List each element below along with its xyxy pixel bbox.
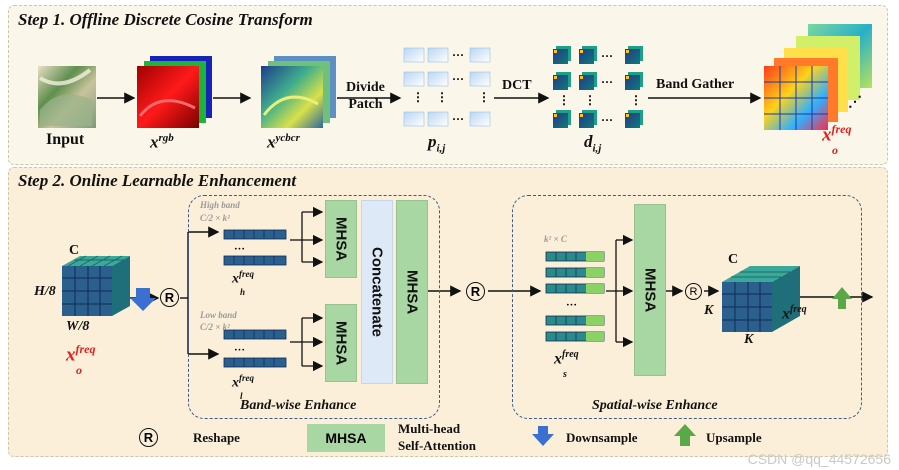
reshape-icon-2: R bbox=[466, 282, 485, 301]
cube-h-label: H/8 bbox=[34, 284, 56, 299]
band-wise-caption: Band-wise Enhance bbox=[240, 398, 357, 413]
svg-text:···: ··· bbox=[601, 49, 613, 63]
spatial-token-dims: k² × C bbox=[544, 234, 567, 244]
high-band-label: High band bbox=[200, 200, 240, 210]
svg-text:···: ··· bbox=[452, 72, 464, 86]
svg-text:···: ··· bbox=[452, 48, 464, 62]
spatial-wise-mhsa: MHSA bbox=[634, 204, 666, 376]
band-gather-label: Band Gather bbox=[656, 77, 735, 92]
input-label: Input bbox=[46, 131, 85, 148]
legend-upsample-icon bbox=[674, 424, 696, 446]
svg-text:⋮: ⋮ bbox=[584, 93, 596, 107]
high-band-tokens: ··· bbox=[223, 229, 287, 266]
patch-grid: ··· ··· ··· ⋮ ⋮ ⋮ bbox=[403, 47, 491, 127]
legend-upsample-label: Upsample bbox=[706, 430, 762, 445]
low-band-label: Low band bbox=[200, 310, 237, 320]
out-cube-c-label: C bbox=[728, 252, 739, 267]
low-band-mhsa: MHSA bbox=[325, 304, 357, 382]
spatial-tokens: ··· bbox=[545, 251, 605, 342]
svg-text:···: ··· bbox=[566, 299, 577, 311]
low-band-dims: C/2 × k² bbox=[200, 322, 230, 332]
x-freq-output-label: xfreq bbox=[782, 304, 807, 323]
svg-text:⋮: ⋮ bbox=[436, 90, 448, 104]
output-feature-cube bbox=[722, 266, 800, 332]
rgb-red-channel bbox=[137, 66, 199, 128]
freq-band-stack: ⋰ bbox=[764, 24, 872, 130]
low-band-tokens: ··· bbox=[223, 329, 287, 368]
svg-text:···: ··· bbox=[601, 113, 613, 127]
input-feature-cube bbox=[62, 255, 130, 316]
concatenate-block: Concatenate bbox=[361, 200, 393, 384]
svg-text:⋰: ⋰ bbox=[848, 95, 862, 110]
p-ij-label: pi,j bbox=[428, 132, 446, 155]
high-band-mhsa: MHSA bbox=[325, 200, 357, 278]
svg-text:···: ··· bbox=[601, 75, 613, 89]
dct-block-grid: ··· ··· ··· ⋮ ⋮ ⋮ bbox=[553, 46, 643, 128]
svg-text:⋮: ⋮ bbox=[630, 93, 642, 107]
legend-downsample-icon bbox=[532, 426, 554, 446]
x-ycbcr-label: xycbcr bbox=[267, 132, 300, 152]
legend-mhsa-swatch: MHSA bbox=[307, 424, 385, 452]
watermark: CSDN @qq_44572656 bbox=[747, 451, 891, 467]
out-cube-k-label-left: K bbox=[704, 303, 714, 318]
step2-title: Step 2. Online Learnable Enhancement bbox=[18, 171, 297, 190]
legend-reshape-label: Reshape bbox=[193, 430, 240, 445]
x-rgb-label: xrgb bbox=[150, 132, 174, 152]
band-wise-group bbox=[188, 195, 440, 419]
d-ij-label: di,j bbox=[584, 132, 602, 155]
band-wise-mhsa: MHSA bbox=[396, 200, 428, 384]
cube-w-label: W/8 bbox=[66, 319, 90, 334]
out-cube-k-label-bottom: K bbox=[744, 332, 754, 347]
svg-text:···: ··· bbox=[234, 344, 245, 356]
upsample-arrow bbox=[832, 287, 852, 309]
cube-c-label: C bbox=[69, 243, 80, 258]
spatial-wise-group bbox=[512, 195, 862, 419]
legend-reshape-icon: R bbox=[139, 428, 158, 447]
svg-text:⋮: ⋮ bbox=[478, 90, 490, 104]
svg-text:···: ··· bbox=[234, 243, 245, 255]
downsample-arrow bbox=[130, 288, 156, 311]
step1-title: Step 1. Offline Discrete Cosine Transfor… bbox=[18, 10, 313, 29]
reshape-icon-3: R bbox=[685, 283, 702, 300]
svg-text:⋮: ⋮ bbox=[412, 90, 424, 104]
svg-text:⋮: ⋮ bbox=[558, 93, 570, 107]
spatial-wise-caption: Spatial-wise Enhance bbox=[592, 398, 718, 413]
svg-text:···: ··· bbox=[452, 112, 464, 126]
reshape-icon: R bbox=[160, 288, 179, 307]
legend-downsample-label: Downsample bbox=[566, 430, 638, 445]
dct-label: DCT bbox=[502, 78, 532, 93]
high-band-dims: C/2 × k² bbox=[200, 213, 230, 223]
